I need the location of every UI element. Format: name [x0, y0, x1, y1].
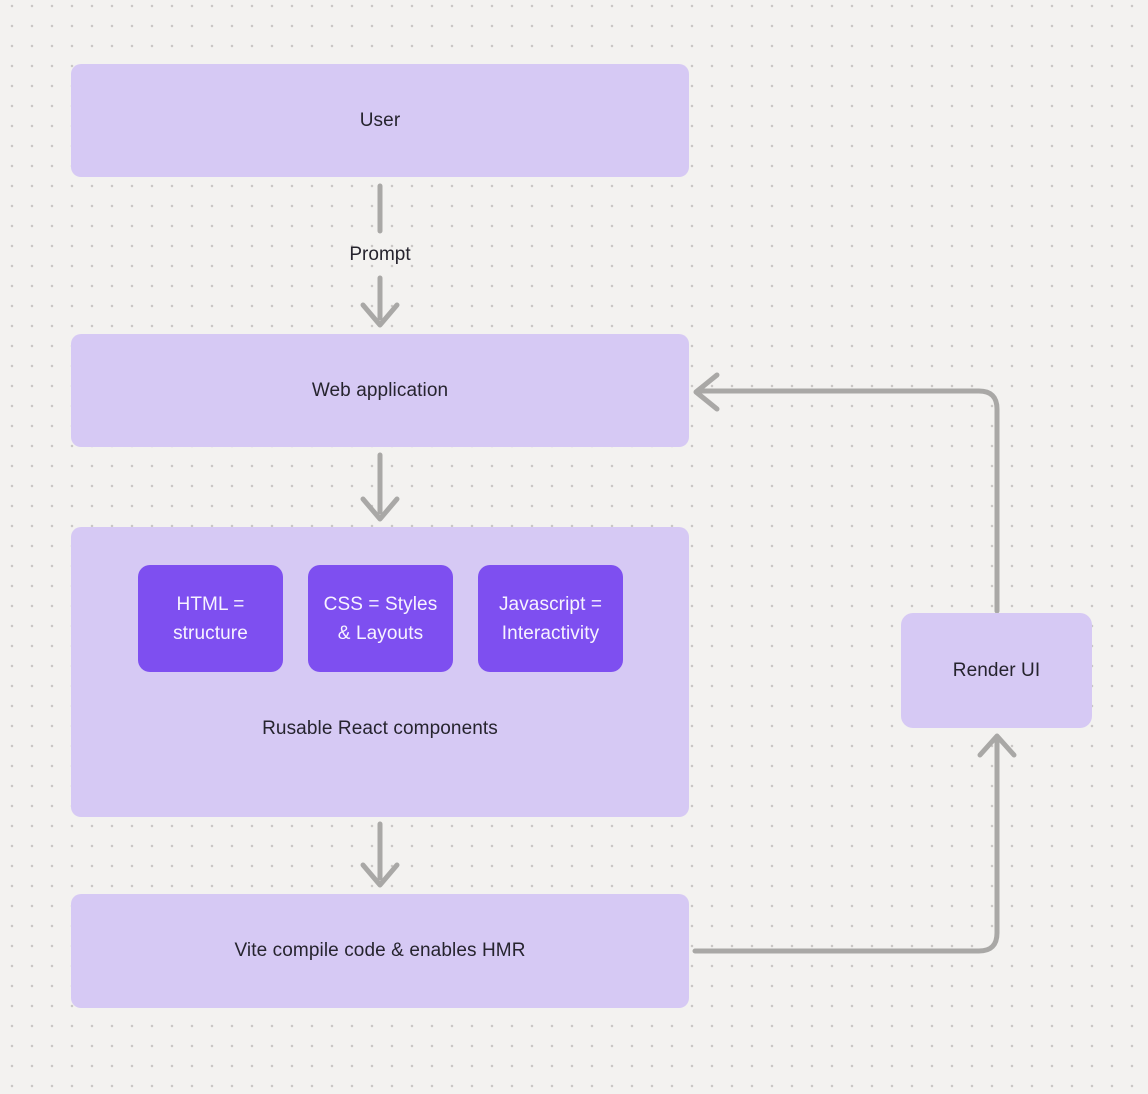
node-user[interactable]: User: [71, 64, 689, 177]
chip-html[interactable]: HTML = structure: [138, 565, 283, 672]
edge-label-prompt: Prompt: [349, 244, 411, 265]
chip-javascript-line2: Interactivity: [501, 622, 600, 644]
connector-vite-to-render-head-icon: [977, 733, 1017, 758]
node-user-label: User: [359, 109, 401, 131]
connector-render-to-web-head-icon: [693, 372, 720, 412]
node-vite[interactable]: Vite compile code & enables HMR: [71, 894, 689, 1008]
node-web-application[interactable]: Web application: [71, 334, 689, 447]
chip-javascript-line1: Javascript =: [498, 593, 603, 615]
node-web-application-label: Web application: [311, 379, 449, 401]
chip-css[interactable]: CSS = Styles & Layouts: [308, 565, 453, 672]
chip-css-line2: & Layouts: [337, 622, 424, 644]
arrow-user-to-web-head-icon: [360, 302, 400, 328]
node-components-container[interactable]: HTML = structure CSS = Styles & Layouts …: [71, 527, 689, 817]
chip-html-line2: structure: [173, 622, 248, 644]
components-caption: Rusable React components: [262, 718, 498, 739]
connector-vite-to-render-line: [692, 739, 1000, 954]
connector-render-to-web-line: [698, 388, 1000, 614]
node-render-ui[interactable]: Render UI: [901, 613, 1092, 728]
chip-html-line1: HTML =: [176, 593, 245, 615]
chip-css-line1: CSS = Styles: [323, 593, 438, 615]
node-render-ui-label: Render UI: [952, 659, 1041, 681]
node-vite-label: Vite compile code & enables HMR: [234, 940, 526, 961]
chip-javascript[interactable]: Javascript = Interactivity: [478, 565, 623, 672]
arrow-components-to-vite-head-icon: [360, 862, 400, 888]
arrow-web-to-components-head-icon: [360, 496, 400, 522]
